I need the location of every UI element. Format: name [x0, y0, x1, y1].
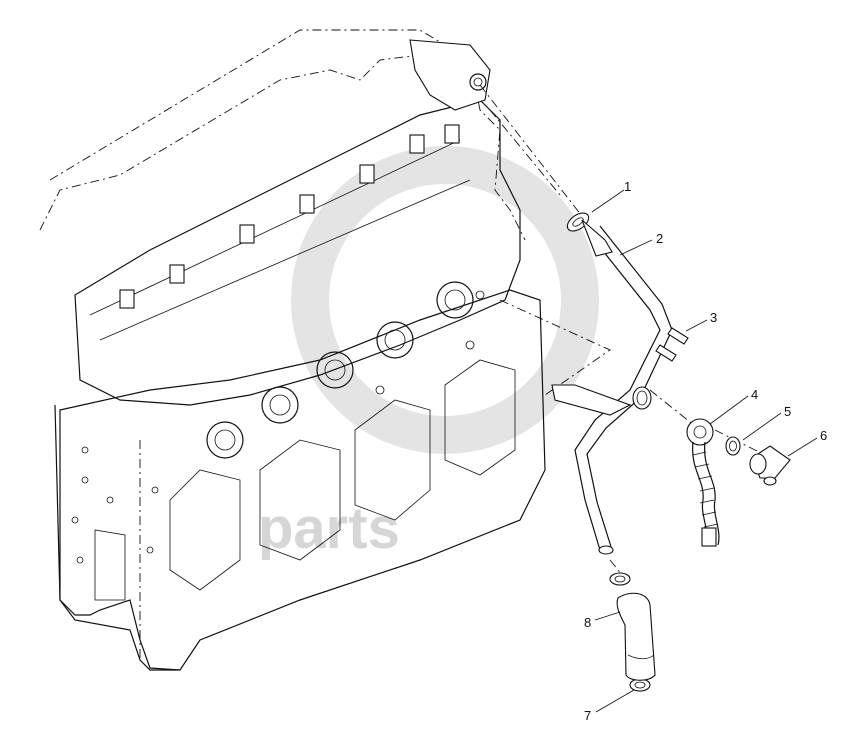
part-3-bolts [655, 327, 689, 362]
part-2-tube [551, 219, 673, 555]
callout-4: 4 [751, 387, 758, 402]
bolt-holes [71, 290, 485, 564]
alignment-lines [479, 84, 766, 576]
callout-3: 3 [710, 310, 717, 325]
part-7-ring [609, 572, 651, 692]
callout-5: 5 [784, 404, 791, 419]
sealing-ring-upper [632, 386, 652, 410]
part-8-hose [616, 592, 656, 681]
part-1-gasket [566, 212, 590, 232]
valve-springs [119, 124, 460, 309]
crank-webs [169, 359, 516, 591]
callouts: 1 2 3 4 5 6 7 8 [584, 179, 827, 723]
callout-1: 1 [624, 179, 631, 194]
banjo-port-housing [409, 39, 491, 111]
callout-6: 6 [820, 428, 827, 443]
callout-2: 2 [656, 231, 663, 246]
callout-7: 7 [584, 708, 591, 723]
part-5-washer [725, 436, 741, 456]
part-6-banjo-bolt [749, 445, 791, 486]
watermark-text: parts [258, 496, 400, 561]
engine-block [39, 29, 611, 671]
bore-circles [206, 281, 474, 459]
callout-8: 8 [584, 615, 591, 630]
part-4-banjo-fitting [686, 418, 720, 547]
